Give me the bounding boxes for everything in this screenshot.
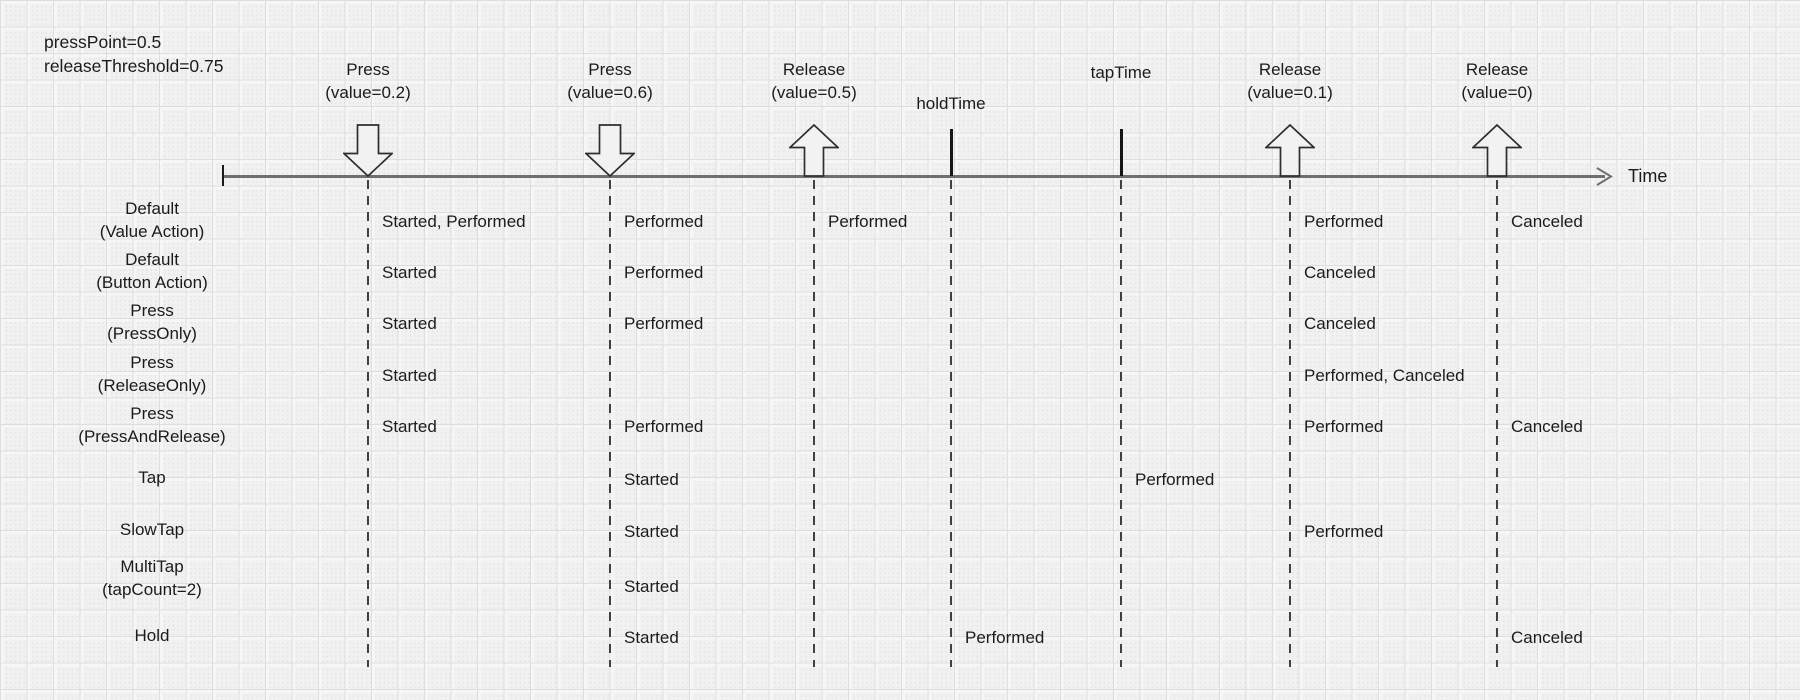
- row-label-line: SlowTap: [119, 520, 185, 539]
- phase-cell: Started: [624, 470, 679, 489]
- row-label-default-button-action: Default (Button Action): [22, 248, 282, 294]
- release-value-0-dashed-line: [1496, 180, 1498, 667]
- press-value-0-6-dashed-line: [609, 180, 611, 667]
- row-label-line: Tap: [138, 468, 166, 487]
- event-label-line: (value=0.1): [1247, 83, 1333, 102]
- phase-cell: Started: [382, 366, 437, 385]
- row-label-press-pressandrelease: Press (PressAndRelease): [22, 402, 282, 448]
- phase-cell: Started: [624, 628, 679, 647]
- phase-cell: Canceled: [1304, 263, 1376, 282]
- time-axis-start-tick: [222, 165, 224, 186]
- phase-cell: Performed: [965, 628, 1045, 647]
- phase-cell: Canceled: [1511, 212, 1583, 231]
- phase-cell: Canceled: [1304, 314, 1376, 333]
- time-axis-arrowhead-icon: [1596, 167, 1613, 186]
- config-params: pressPoint=0.5 releaseThreshold=0.75: [44, 30, 224, 78]
- event-label-line: Release: [1258, 60, 1322, 79]
- release-threshold-param: releaseThreshold=0.75: [44, 56, 224, 76]
- event-label-line: (value=0.2): [325, 83, 411, 102]
- release-value-0-label: Release (value=0): [1387, 58, 1607, 104]
- row-label-press-releaseonly: Press (ReleaseOnly): [22, 351, 282, 397]
- time-axis-label: Time: [1628, 166, 1668, 186]
- event-label-line: Release: [1465, 60, 1529, 79]
- row-label-multitap-tapcount-2: MultiTap (tapCount=2): [22, 555, 282, 601]
- event-label-line: (value=0.5): [771, 83, 857, 102]
- tap-time-dashed-line: [1120, 180, 1122, 667]
- up-arrow-icon: [789, 124, 839, 177]
- event-label-line: (value=0.6): [567, 83, 653, 102]
- phase-cell: Started: [382, 314, 437, 333]
- phase-cell: Performed: [624, 417, 704, 436]
- row-label-slowtap: SlowTap: [22, 518, 282, 541]
- row-label-line: (ReleaseOnly): [97, 376, 207, 395]
- release-value-0-1-dashed-line: [1289, 180, 1291, 667]
- phase-cell: Canceled: [1511, 628, 1583, 647]
- row-label-line: (PressAndRelease): [78, 427, 226, 446]
- down-arrow-icon: [585, 124, 635, 177]
- phase-cell: Performed: [1135, 470, 1215, 489]
- press-value-0-2-label: Press (value=0.2): [258, 58, 478, 104]
- row-label-tap: Tap: [22, 466, 282, 489]
- phase-cell: Started, Performed: [382, 212, 526, 231]
- phase-cell: Started: [624, 522, 679, 541]
- row-label-line: (tapCount=2): [102, 580, 202, 599]
- phase-cell: Started: [624, 577, 679, 596]
- row-label-default-value-action: Default (Value Action): [22, 197, 282, 243]
- phase-cell: Performed: [828, 212, 908, 231]
- event-label-line: tapTime: [1090, 63, 1152, 82]
- tap-time-label: tapTime: [1011, 61, 1231, 84]
- row-label-line: Press: [130, 353, 174, 372]
- release-value-0-5-label: Release (value=0.5): [704, 58, 924, 104]
- hold-time-dashed-line: [950, 180, 952, 667]
- phase-cell: Canceled: [1511, 417, 1583, 436]
- press-value-0-6-label: Press (value=0.6): [500, 58, 720, 104]
- tap-time-tick-marker: [1119, 129, 1123, 176]
- hold-time-label: holdTime: [841, 92, 1061, 115]
- row-label-hold: Hold: [22, 624, 282, 647]
- row-label-press-pressonly: Press (PressOnly): [22, 299, 282, 345]
- down-arrow-icon: [343, 124, 393, 177]
- row-label-line: Press: [130, 301, 174, 320]
- event-label-line: Press: [346, 60, 390, 79]
- row-label-line: (Button Action): [96, 273, 208, 292]
- phase-cell: Performed, Canceled: [1304, 366, 1465, 385]
- up-arrow-icon: [1265, 124, 1315, 177]
- row-label-line: (Value Action): [99, 222, 205, 241]
- press-value-0-2-dashed-line: [367, 180, 369, 667]
- phase-cell: Performed: [1304, 417, 1384, 436]
- row-label-line: (PressOnly): [107, 324, 197, 343]
- release-value-0-5-dashed-line: [813, 180, 815, 667]
- row-label-line: Press: [130, 404, 174, 423]
- press-point-param: pressPoint=0.5: [44, 32, 162, 52]
- phase-cell: Started: [382, 263, 437, 282]
- phase-cell: Performed: [624, 314, 704, 333]
- row-label-line: Default: [125, 199, 179, 218]
- row-label-line: Default: [125, 250, 179, 269]
- event-label-line: holdTime: [916, 94, 986, 113]
- phase-cell: Performed: [1304, 212, 1384, 231]
- row-label-line: MultiTap: [120, 557, 184, 576]
- up-arrow-icon: [1472, 124, 1522, 177]
- release-value-0-1-label: Release (value=0.1): [1180, 58, 1400, 104]
- phase-cell: Started: [382, 417, 437, 436]
- event-label-line: (value=0): [1461, 83, 1533, 102]
- phase-cell: Performed: [624, 212, 704, 231]
- phase-cell: Performed: [624, 263, 704, 282]
- event-label-line: Release: [782, 60, 846, 79]
- time-axis-line: [223, 174, 1605, 178]
- row-label-line: Hold: [134, 626, 170, 645]
- hold-time-tick-marker: [949, 129, 953, 176]
- phase-cell: Performed: [1304, 522, 1384, 541]
- event-label-line: Press: [588, 60, 632, 79]
